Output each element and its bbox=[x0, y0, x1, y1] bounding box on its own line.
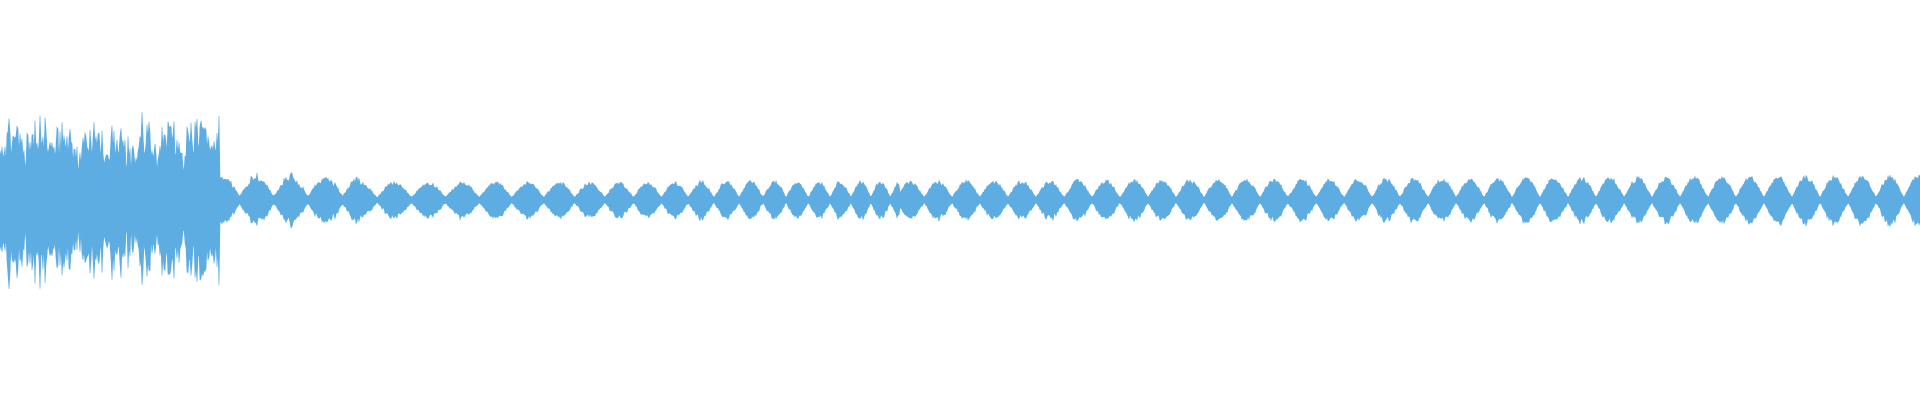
waveform-path bbox=[0, 112, 1920, 290]
